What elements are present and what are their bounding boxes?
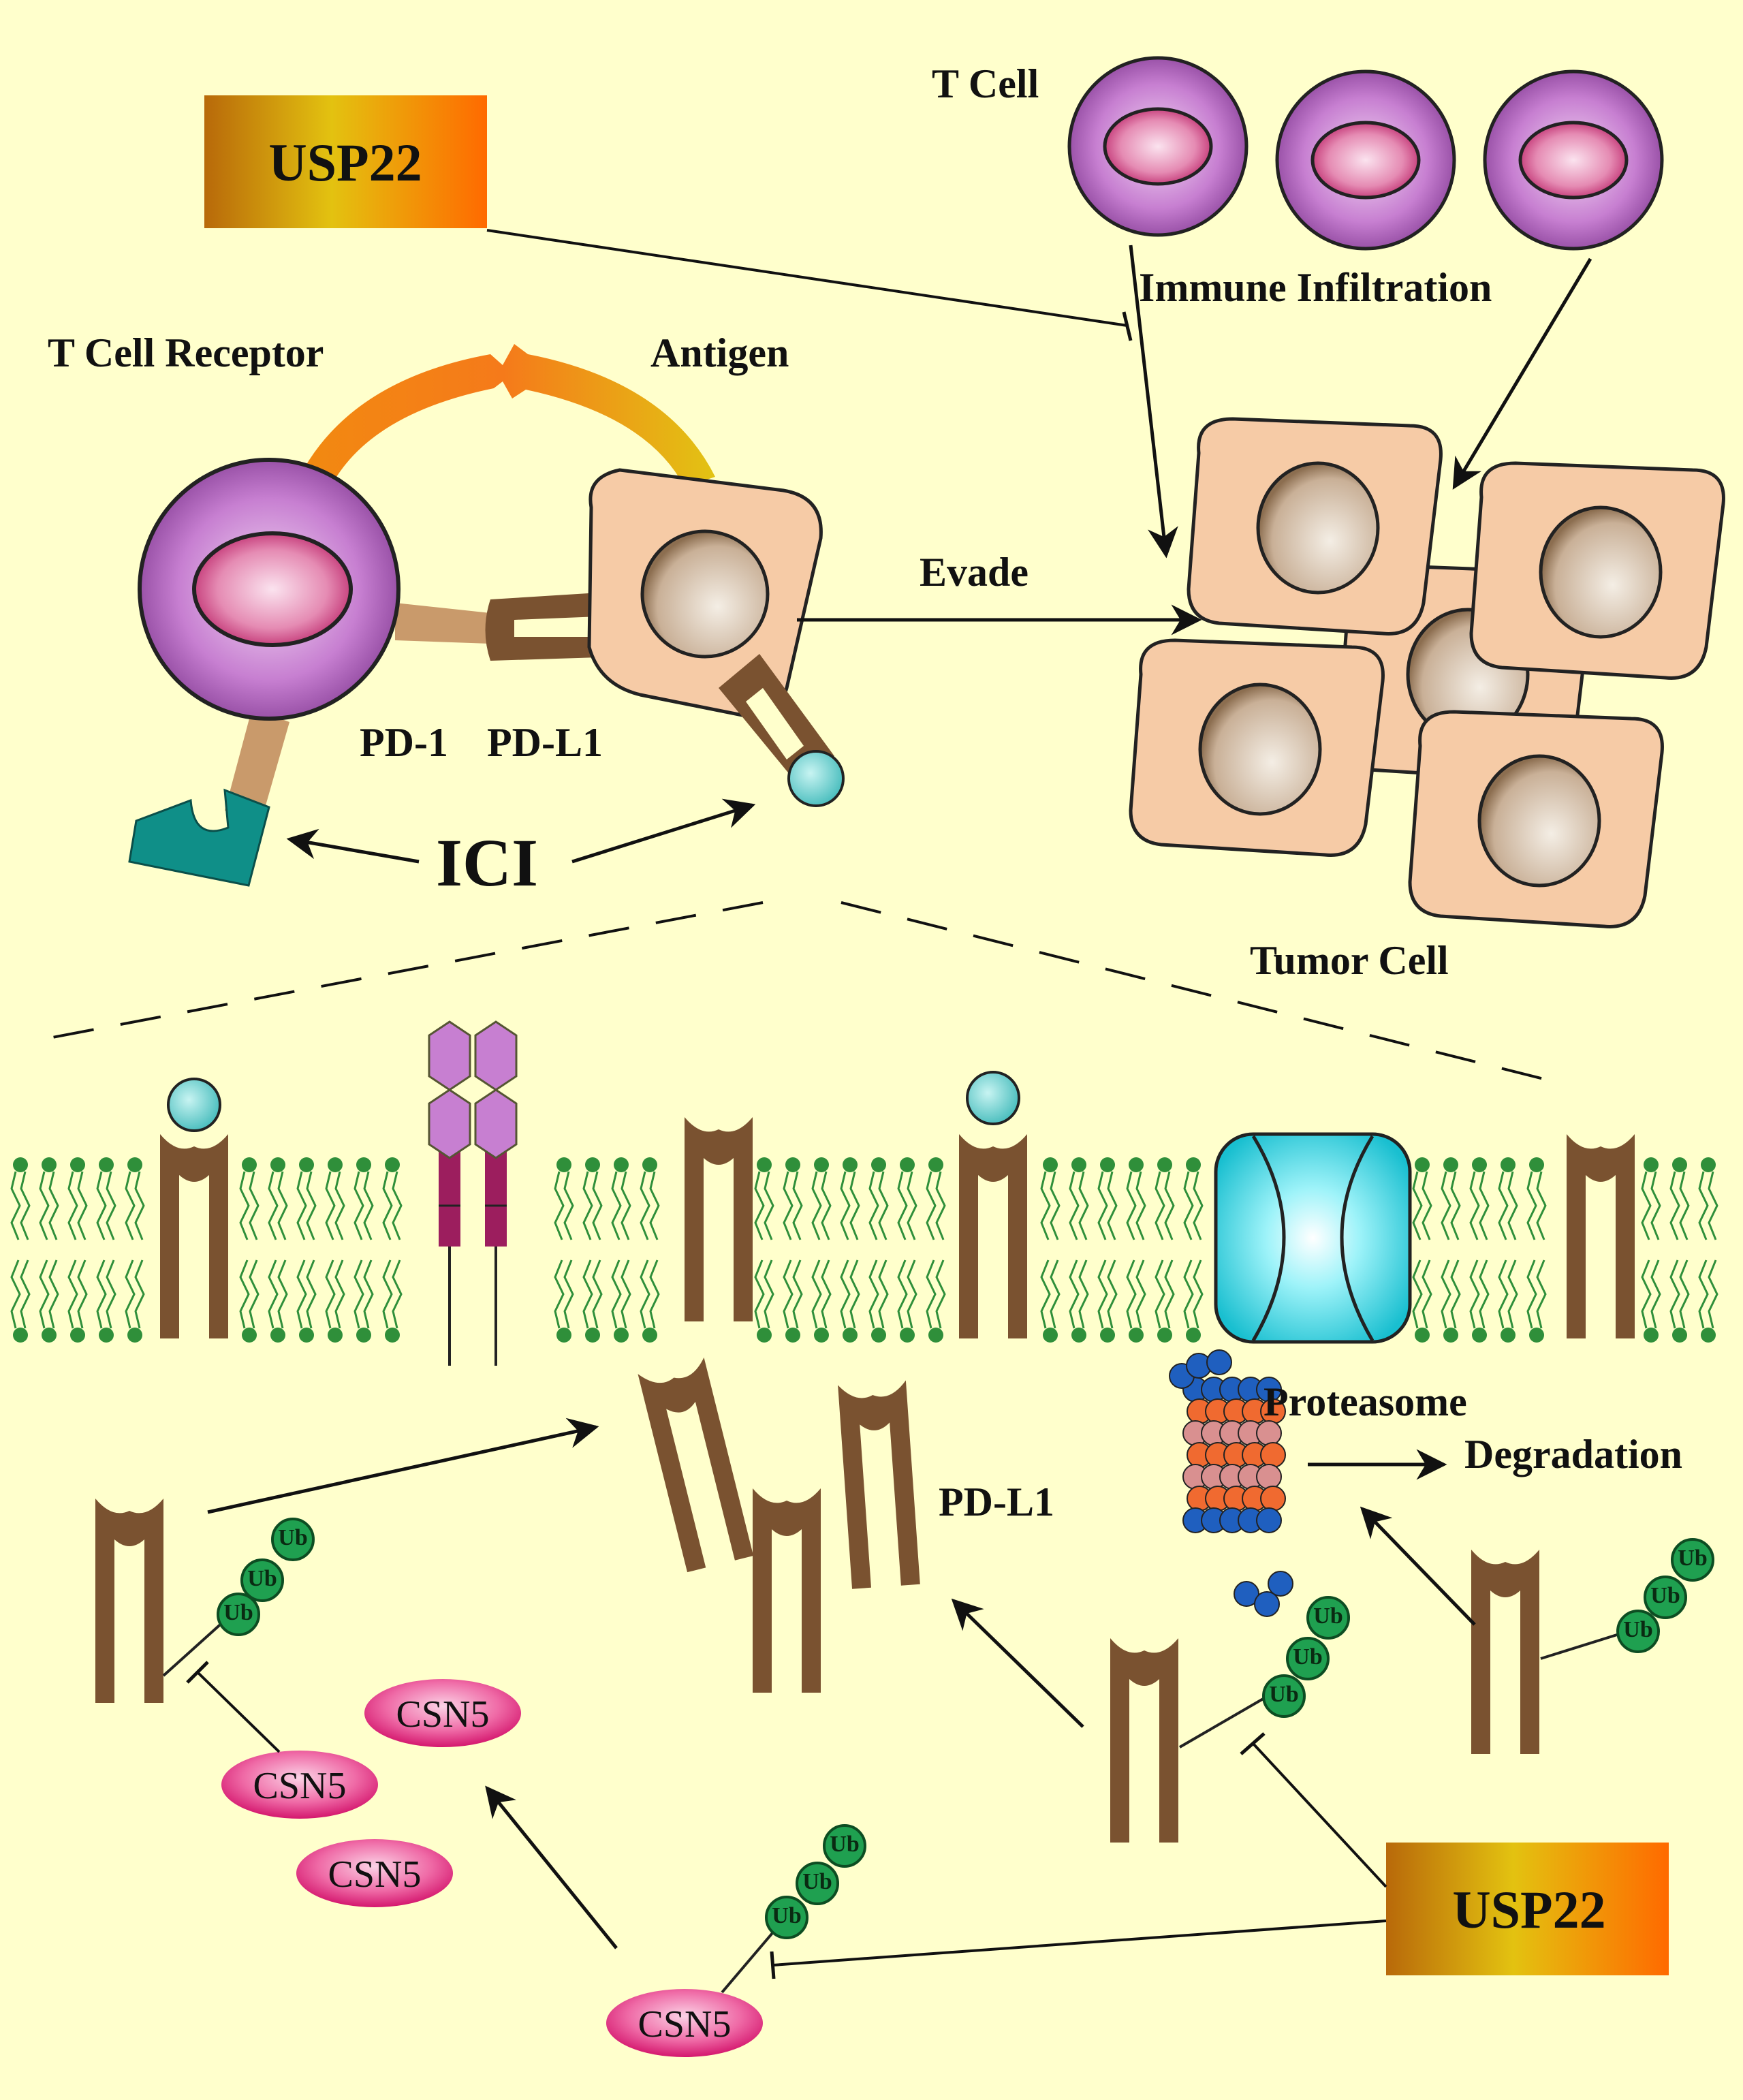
infiltration-arrow-right	[1452, 257, 1592, 490]
pdl1-internal-1	[638, 1357, 754, 1573]
svg-text:Ub: Ub	[223, 1600, 253, 1625]
immune-infiltration-label: Immune Infiltration	[1139, 265, 1492, 310]
svg-text:Ub: Ub	[772, 1903, 801, 1928]
tumor-cell-label: Tumor Cell	[1250, 938, 1449, 983]
csn5-group: CSN5 CSN5 CSN5	[221, 1679, 521, 1907]
usp22-top-box	[204, 95, 487, 228]
ici-arrow-left	[286, 828, 420, 864]
svg-text:Ub: Ub	[1623, 1617, 1652, 1642]
pdl1-ubiquitinated-middle	[1110, 1638, 1178, 1843]
svg-text:CSN5: CSN5	[396, 1693, 490, 1736]
ici-arrow-right	[571, 798, 756, 864]
membrane-pdl1-2	[685, 1117, 753, 1321]
svg-text:Ub: Ub	[830, 1832, 859, 1857]
pdl1-top-label: PD-L1	[487, 720, 603, 765]
membrane-ligand-1	[167, 1078, 221, 1132]
svg-text:Ub: Ub	[1293, 1644, 1322, 1670]
usp22-inhibit-csn5-ub	[772, 1919, 1387, 1966]
tumor-cell-cluster	[1131, 419, 1723, 926]
ici-antibody-icon	[128, 788, 270, 887]
membrane-ligand-3	[966, 1071, 1020, 1125]
proteasome-label: Proteasome	[1263, 1379, 1467, 1424]
pd1-label: PD-1	[360, 720, 448, 765]
usp22-bottom-box	[1386, 1843, 1669, 1975]
usp22-top-label: USP22	[268, 133, 422, 192]
pd1-pdl1-complex	[485, 593, 599, 661]
pdl1-ici-bound	[719, 654, 845, 807]
membrane-pdl1-3	[959, 1134, 1027, 1338]
usp22-inhibit-pdl1-ub	[1252, 1742, 1387, 1888]
svg-text:Ub: Ub	[278, 1525, 307, 1550]
tcr-label: T Cell Receptor	[48, 330, 324, 375]
zoom-line-left	[27, 901, 764, 1044]
ub-chain-right: Ub Ub Ub	[1616, 1538, 1714, 1653]
t-cell-large	[138, 458, 490, 817]
svg-text:Ub: Ub	[1269, 1682, 1298, 1707]
membrane-pdl1-1	[160, 1134, 228, 1338]
arrow-left-to-membrane	[207, 1417, 599, 1514]
degradation-label: Degradation	[1464, 1432, 1682, 1477]
svg-text:Ub: Ub	[1650, 1583, 1680, 1608]
ici-label: ICI	[436, 825, 538, 900]
svg-text:Ub: Ub	[1313, 1603, 1342, 1629]
t-cell-group	[1069, 58, 1662, 249]
tcr-antigen-arc	[293, 344, 715, 497]
antigen-label: Antigen	[650, 330, 789, 375]
ub-chain-csn5: Ub Ub Ub	[765, 1824, 866, 1939]
svg-text:Ub: Ub	[1678, 1546, 1707, 1571]
pdl1-bottom-label: PD-L1	[939, 1479, 1054, 1524]
lipid-bilayer	[10, 1157, 1718, 1343]
pdl1-internal-2	[838, 1380, 920, 1589]
svg-text:CSN5: CSN5	[253, 1765, 347, 1807]
svg-text:Ub: Ub	[247, 1566, 277, 1591]
usp22-inhibit-infiltration	[486, 229, 1128, 327]
arrow-middle-to-pdl1	[951, 1598, 1084, 1728]
pdl1-ubiquitinated-left	[95, 1499, 163, 1703]
svg-text:CSN5: CSN5	[328, 1853, 422, 1896]
zoom-line-right	[841, 901, 1560, 1084]
svg-text:Ub: Ub	[802, 1869, 832, 1894]
pdl1-internal-3	[753, 1488, 821, 1693]
arrow-csn5-deub	[485, 1785, 618, 1949]
svg-text:CSN5: CSN5	[638, 2003, 732, 2046]
membrane-channel	[1214, 1132, 1412, 1344]
membrane-pdl1-4	[1567, 1134, 1635, 1338]
infiltration-arrow-left	[1129, 245, 1178, 559]
ub-chain-middle: Ub Ub Ub	[1262, 1596, 1350, 1718]
csn5-ubiquitinated	[606, 1989, 763, 2057]
arrow-right-to-proteasome	[1360, 1506, 1476, 1626]
usp22-bottom-label: USP22	[1452, 1880, 1605, 1939]
ub-chain-left: Ub Ub Ub	[217, 1518, 315, 1636]
antigen-presenting-cell	[587, 468, 823, 719]
t-cell-label: T Cell	[932, 61, 1039, 106]
evade-label: Evade	[920, 550, 1028, 595]
pdl1-ubiquitinated-right	[1471, 1550, 1539, 1754]
csn5-inhibit-ub	[196, 1671, 281, 1753]
proteasome-icon	[1169, 1349, 1293, 1617]
membrane-tcr	[428, 1020, 518, 1366]
